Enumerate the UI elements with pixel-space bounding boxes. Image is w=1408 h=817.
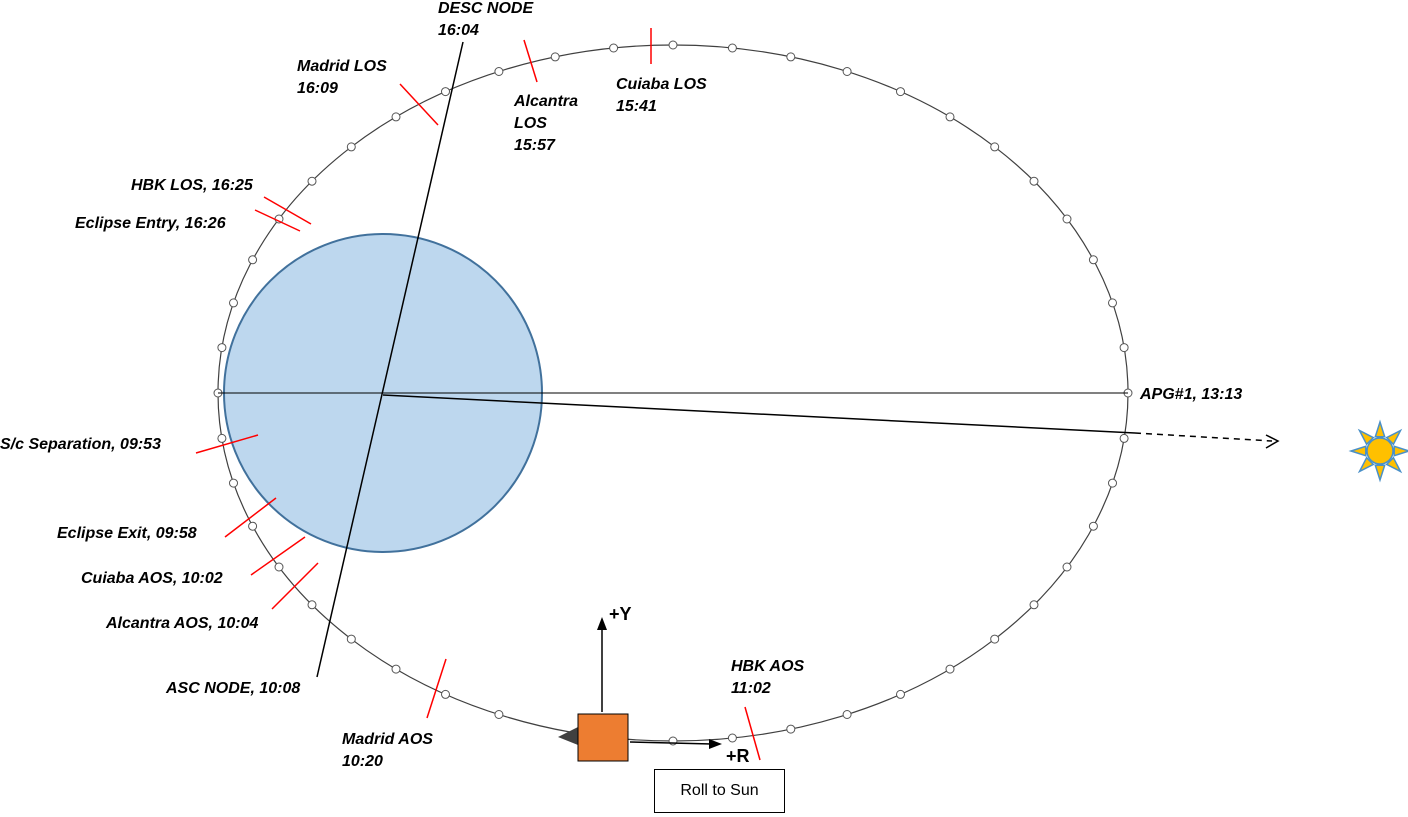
- orbit-marker: [945, 112, 955, 122]
- orbit-marker: [668, 40, 678, 50]
- sun-ray: [1393, 445, 1408, 457]
- r-axis-arrowhead: [709, 739, 722, 749]
- label-plus-y: +Y: [609, 604, 632, 624]
- label-madrid-aos: Madrid AOS 10:20: [342, 731, 433, 770]
- orbit-marker: [786, 52, 796, 62]
- orbit-marker: [609, 43, 619, 53]
- label-alcantra-los: Alcantra LOS 15:57: [514, 93, 579, 154]
- orbit-marker: [1119, 433, 1129, 443]
- r-axis-arrow: [629, 741, 713, 745]
- orbit-marker: [248, 521, 258, 531]
- direction-arrow-icon: [1265, 434, 1280, 449]
- roll-to-sun-box: Roll to Sun: [654, 769, 785, 813]
- tick-hbk-los: [263, 196, 312, 225]
- orbit-marker: [1029, 176, 1039, 186]
- orbit-marker: [1062, 214, 1072, 224]
- y-axis-arrowhead: [597, 617, 607, 630]
- sun-direction-line: [382, 394, 1136, 434]
- orbit-marker: [1108, 298, 1117, 308]
- sun-ray: [1374, 464, 1386, 483]
- sun-icon: [1348, 419, 1408, 483]
- orbit-marker: [896, 689, 905, 699]
- sun-ray: [1357, 428, 1375, 446]
- orbit-marker: [307, 176, 317, 186]
- tick-eclipse-exit: [224, 497, 277, 538]
- orbit-marker: [1108, 478, 1117, 488]
- tick-madrid-aos: [426, 658, 447, 719]
- orbit-marker: [896, 87, 905, 97]
- label-eclipse-entry: Eclipse Entry, 16:26: [75, 215, 226, 232]
- orbit-marker: [494, 710, 504, 719]
- tick-sc-separation: [195, 434, 259, 454]
- label-cuiaba-los: Cuiaba LOS 15:41: [616, 76, 707, 115]
- tick-eclipse-entry: [254, 209, 301, 232]
- orbit-marker: [229, 478, 238, 488]
- label-eclipse-exit: Eclipse Exit, 09:58: [57, 525, 197, 542]
- orbit-marker: [550, 52, 560, 62]
- orbit-marker: [441, 689, 450, 699]
- orbit-marker: [346, 142, 356, 152]
- label-apg1: APG#1, 13:13: [1140, 386, 1243, 403]
- orbit-marker: [1088, 521, 1098, 531]
- orbit-marker: [1029, 600, 1039, 610]
- orbit-marker: [727, 43, 737, 53]
- roll-to-sun-label: Roll to Sun: [680, 782, 759, 799]
- orbit-marker: [217, 343, 227, 353]
- orbit-marker: [346, 634, 356, 644]
- label-cuiaba-aos: Cuiaba AOS, 10:02: [81, 570, 223, 587]
- tick-hbk-aos: [744, 706, 761, 761]
- label-plus-r: +R: [726, 746, 750, 766]
- orbit-marker: [217, 433, 227, 443]
- label-alcantra-aos: Alcantra AOS, 10:04: [106, 615, 259, 632]
- spacecraft-thruster: [558, 727, 578, 745]
- sun-ray: [1385, 428, 1403, 446]
- orbit-marker: [494, 67, 504, 76]
- orbit-marker: [945, 664, 955, 674]
- orbit-marker: [990, 634, 1000, 644]
- orbit-marker: [1088, 255, 1098, 265]
- orbit-marker: [842, 67, 852, 76]
- orbit-marker: [248, 255, 258, 265]
- node-line: [316, 41, 464, 678]
- tick-alcantra-aos: [271, 562, 319, 610]
- orbit-marker: [786, 724, 796, 734]
- label-desc-node: DESC NODE 16:04: [438, 0, 534, 39]
- sun-direction-dashed: [1134, 432, 1273, 442]
- orbit-marker: [990, 142, 1000, 152]
- orbit-marker: [1062, 562, 1072, 572]
- tick-madrid-los: [399, 83, 439, 126]
- orbit-marker: [274, 562, 284, 572]
- orbit-marker: [391, 112, 401, 122]
- orbit-marker: [441, 87, 450, 97]
- tick-alcantra-los: [523, 39, 538, 83]
- label-sc-separation: S/c Separation, 09:53: [0, 436, 161, 453]
- event-ticks: [195, 28, 761, 761]
- orbit-marker: [1119, 343, 1129, 353]
- orbit-marker: [727, 733, 737, 743]
- sun-ray: [1348, 445, 1367, 457]
- sun-ray: [1385, 456, 1403, 474]
- tick-cuiaba-aos: [250, 536, 306, 576]
- spacecraft-icon: [577, 713, 629, 762]
- orbit-marker: [391, 664, 401, 674]
- label-hbk-aos: HBK AOS 11:02: [731, 658, 805, 697]
- sun-ray: [1374, 419, 1386, 438]
- orbit-marker: [842, 710, 852, 719]
- sun-ray: [1357, 456, 1375, 474]
- label-asc-node: ASC NODE, 10:08: [166, 680, 301, 697]
- label-hbk-los: HBK LOS, 16:25: [131, 177, 253, 194]
- orbit-marker: [229, 298, 238, 308]
- orbit-marker: [307, 600, 317, 610]
- label-madrid-los: Madrid LOS 16:09: [297, 58, 387, 97]
